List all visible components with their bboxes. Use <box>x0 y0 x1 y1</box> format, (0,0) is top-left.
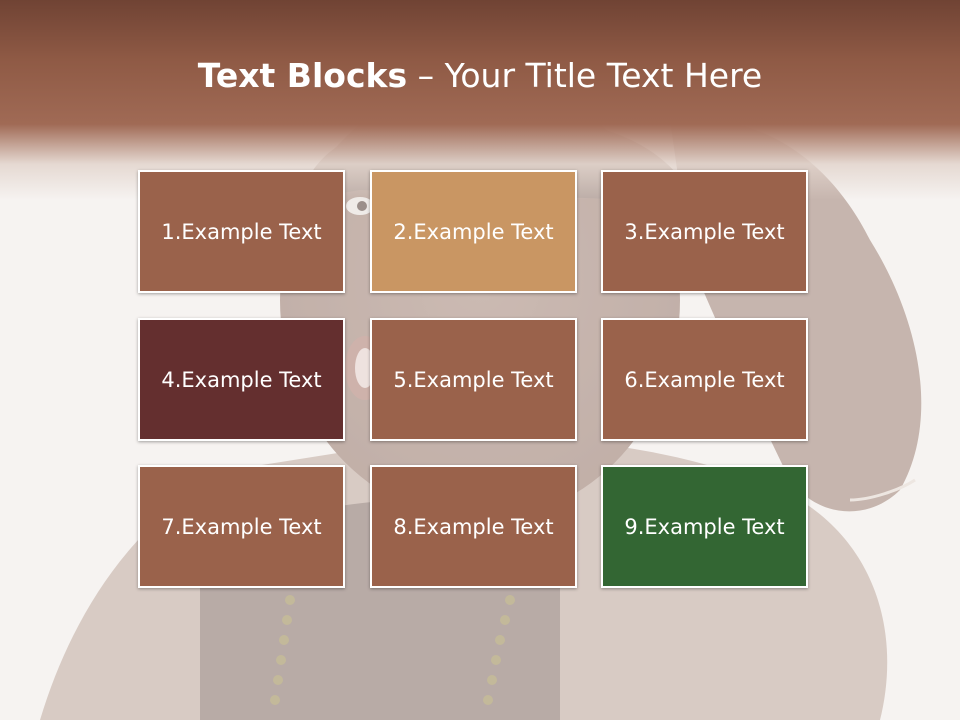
text-block-label: 7.Example Text <box>161 514 322 539</box>
text-block-5[interactable]: 5.Example Text <box>370 318 577 441</box>
text-block-label: 9.Example Text <box>624 514 785 539</box>
header-band <box>0 0 960 200</box>
text-block-label: 5.Example Text <box>393 367 554 392</box>
text-block-4[interactable]: 4.Example Text <box>138 318 345 441</box>
text-block-9[interactable]: 9.Example Text <box>601 465 808 588</box>
text-block-label: 8.Example Text <box>393 514 554 539</box>
text-block-label: 3.Example Text <box>624 219 785 244</box>
title-bold: Text Blocks <box>197 56 408 95</box>
text-block-1[interactable]: 1.Example Text <box>138 170 345 293</box>
text-block-3[interactable]: 3.Example Text <box>601 170 808 293</box>
text-block-6[interactable]: 6.Example Text <box>601 318 808 441</box>
text-block-label: 4.Example Text <box>161 367 322 392</box>
title-rest: Your Title Text Here <box>444 56 763 95</box>
text-block-label: 2.Example Text <box>393 219 554 244</box>
text-block-label: 6.Example Text <box>624 367 785 392</box>
text-block-label: 1.Example Text <box>161 219 322 244</box>
title-dash: – <box>407 56 445 95</box>
text-block-8[interactable]: 8.Example Text <box>370 465 577 588</box>
slide-title: Text Blocks – Your Title Text Here <box>0 52 960 100</box>
text-block-7[interactable]: 7.Example Text <box>138 465 345 588</box>
text-block-2[interactable]: 2.Example Text <box>370 170 577 293</box>
